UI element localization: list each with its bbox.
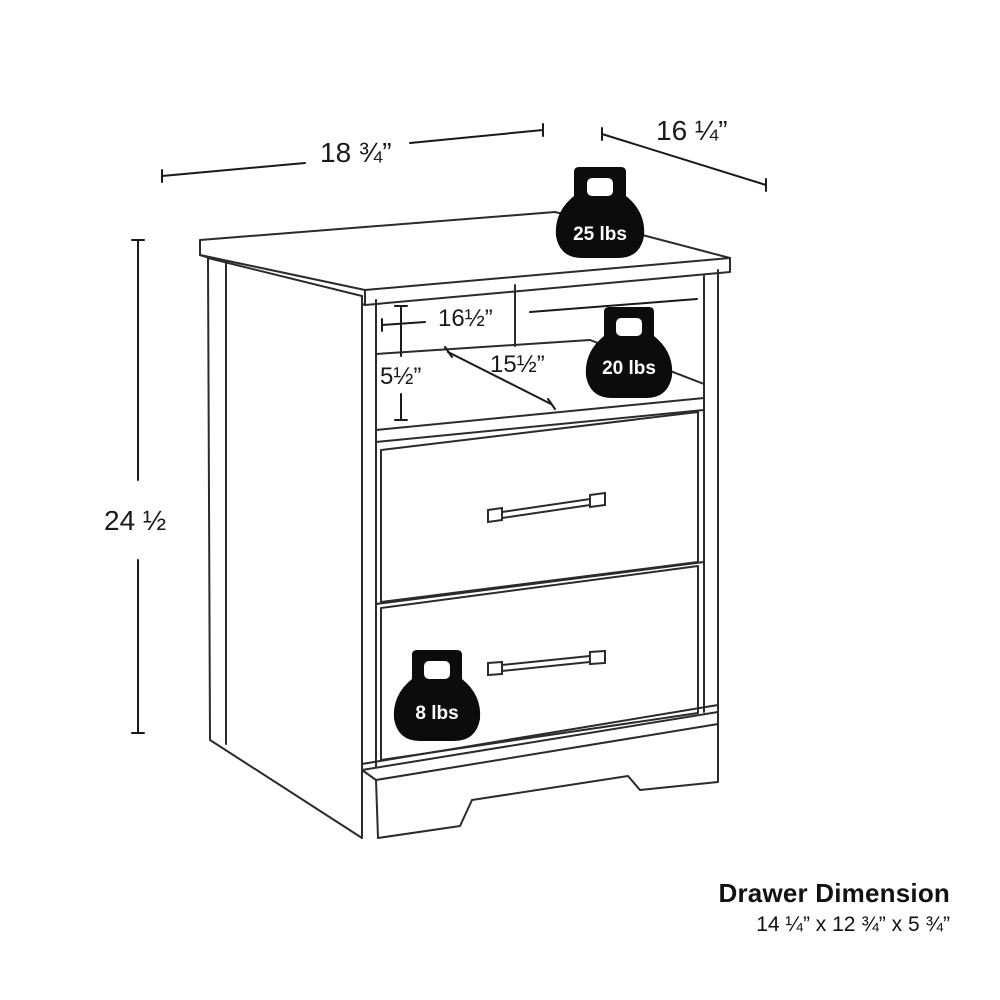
width-label: 18 ¾” bbox=[320, 137, 392, 168]
width-dimension-line-left bbox=[161, 162, 306, 177]
weight-icon-top: 25 lbs bbox=[555, 167, 645, 258]
shelf-width-line-left bbox=[381, 321, 426, 326]
weight-label-drawer: 8 lbs bbox=[415, 703, 458, 724]
drawer-2-handle bbox=[487, 649, 606, 677]
shelf-width-label: 16½” bbox=[438, 305, 493, 332]
shelf-width-line-right bbox=[529, 298, 698, 313]
weight-icon-drawer: 8 lbs bbox=[393, 650, 481, 741]
nightstand-base bbox=[361, 711, 719, 839]
height-label: 24 ½ bbox=[104, 505, 166, 536]
weight-label-top: 25 lbs bbox=[573, 224, 627, 245]
drawer-1-handle bbox=[487, 491, 606, 524]
drawer-dimension-title: Drawer Dimension bbox=[718, 878, 950, 908]
depth-dimension-line bbox=[601, 133, 767, 186]
drawer-dimension-size: 14 ¼” x 12 ¾” x 5 ¾” bbox=[756, 913, 950, 936]
width-dimension-line-right bbox=[409, 129, 544, 144]
drawer-dimension-caption: Drawer Dimension 14 ¼” x 12 ¾” x 5 ¾” bbox=[719, 878, 951, 937]
nightstand-side-panel bbox=[207, 257, 363, 839]
weight-icon-shelf: 20 lbs bbox=[585, 307, 673, 398]
shelf-depth-line bbox=[447, 351, 552, 405]
shelf-height-label: 5½” bbox=[380, 363, 421, 390]
weight-label-shelf: 20 lbs bbox=[602, 358, 656, 379]
shelf-depth-label: 15½” bbox=[490, 351, 545, 378]
depth-label: 16 ¼” bbox=[656, 115, 728, 146]
